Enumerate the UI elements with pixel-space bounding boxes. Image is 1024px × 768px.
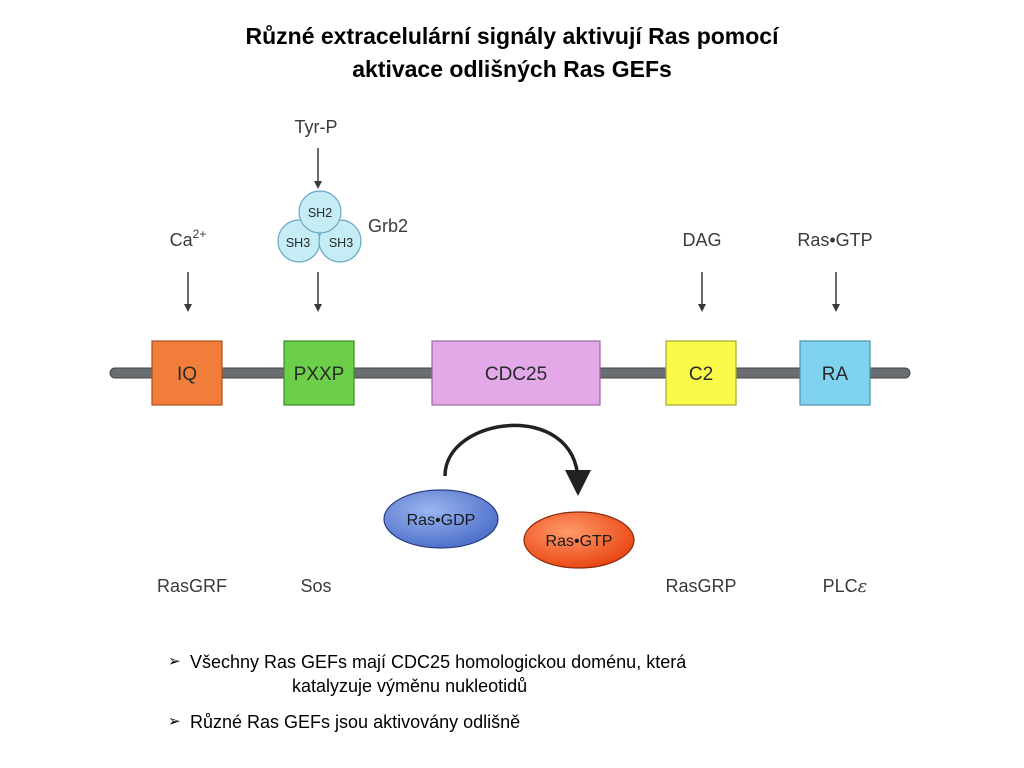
sh2-circle [298,190,342,234]
bullet-1-line-1: Všechny Ras GEFs mají CDC25 homologickou… [190,652,687,672]
signal-dag: DAG [682,230,721,250]
signal-ca-superscript: 2+ [193,227,207,241]
plc-epsilon-symbol: ε [858,576,868,597]
ras-gtp-label: Ras•GTP [546,533,613,550]
domain-cdc25-label: CDC25 [485,364,547,385]
domain-iq-label: IQ [177,364,197,385]
signal-ca: Ca2+ [170,227,207,250]
domain-c2: C2 [665,340,737,406]
bullet-2: ➢ Různé Ras GEFs jsou aktivovány odlišně [168,710,928,734]
ras-gdp-label: Ras•GDP [407,512,476,529]
bullet-2-marker: ➢ [168,713,181,730]
domain-pxxp-label: PXXP [294,364,345,385]
ras-gtp: Ras•GTP [523,511,635,569]
exchange-arrowhead [565,470,591,496]
domain-iq: IQ [151,340,223,406]
title-line-1: Různé extracelulární signály aktivují Ra… [245,23,779,49]
grb2-label: Grb2 [368,216,408,236]
sh2-label: SH2 [308,206,332,220]
domain-ra: RA [799,340,871,406]
signal-tyr-p: Tyr-P [295,117,338,137]
domain-pxxp: PXXP [283,340,355,406]
gef-rasgrf: RasGRF [157,576,227,596]
domain-cdc25: CDC25 [431,340,601,406]
bullet-list: ➢ Všechny Ras GEFs mají CDC25 homologick… [168,650,928,734]
title-line-2: aktivace odlišných Ras GEFs [352,56,672,82]
exchange-arrow [443,423,580,481]
grb2-adaptor: SH2 SH3 SH3 [277,190,362,263]
bullet-1-line-2: katalyzuje výměnu nukleotidů [292,676,528,696]
bullet-2-text: Různé Ras GEFs jsou aktivovány odlišně [190,712,521,732]
slide-title: Různé extracelulární signály aktivují Ra… [0,20,1024,86]
ras-gdp: Ras•GDP [383,489,499,549]
bullet-1: ➢ Všechny Ras GEFs mají CDC25 homologick… [168,650,928,698]
gef-plc-epsilon: PLCε [823,576,868,597]
gef-sos: Sos [300,576,331,596]
sh3-left-label: SH3 [286,236,310,250]
signal-ras-gtp: Ras•GTP [797,230,872,250]
bullet-1-marker: ➢ [168,653,181,670]
gef-rasgrp: RasGRP [665,576,736,596]
domain-ra-label: RA [822,364,849,385]
domain-c2-label: C2 [689,364,713,385]
sh3-right-label: SH3 [329,236,353,250]
